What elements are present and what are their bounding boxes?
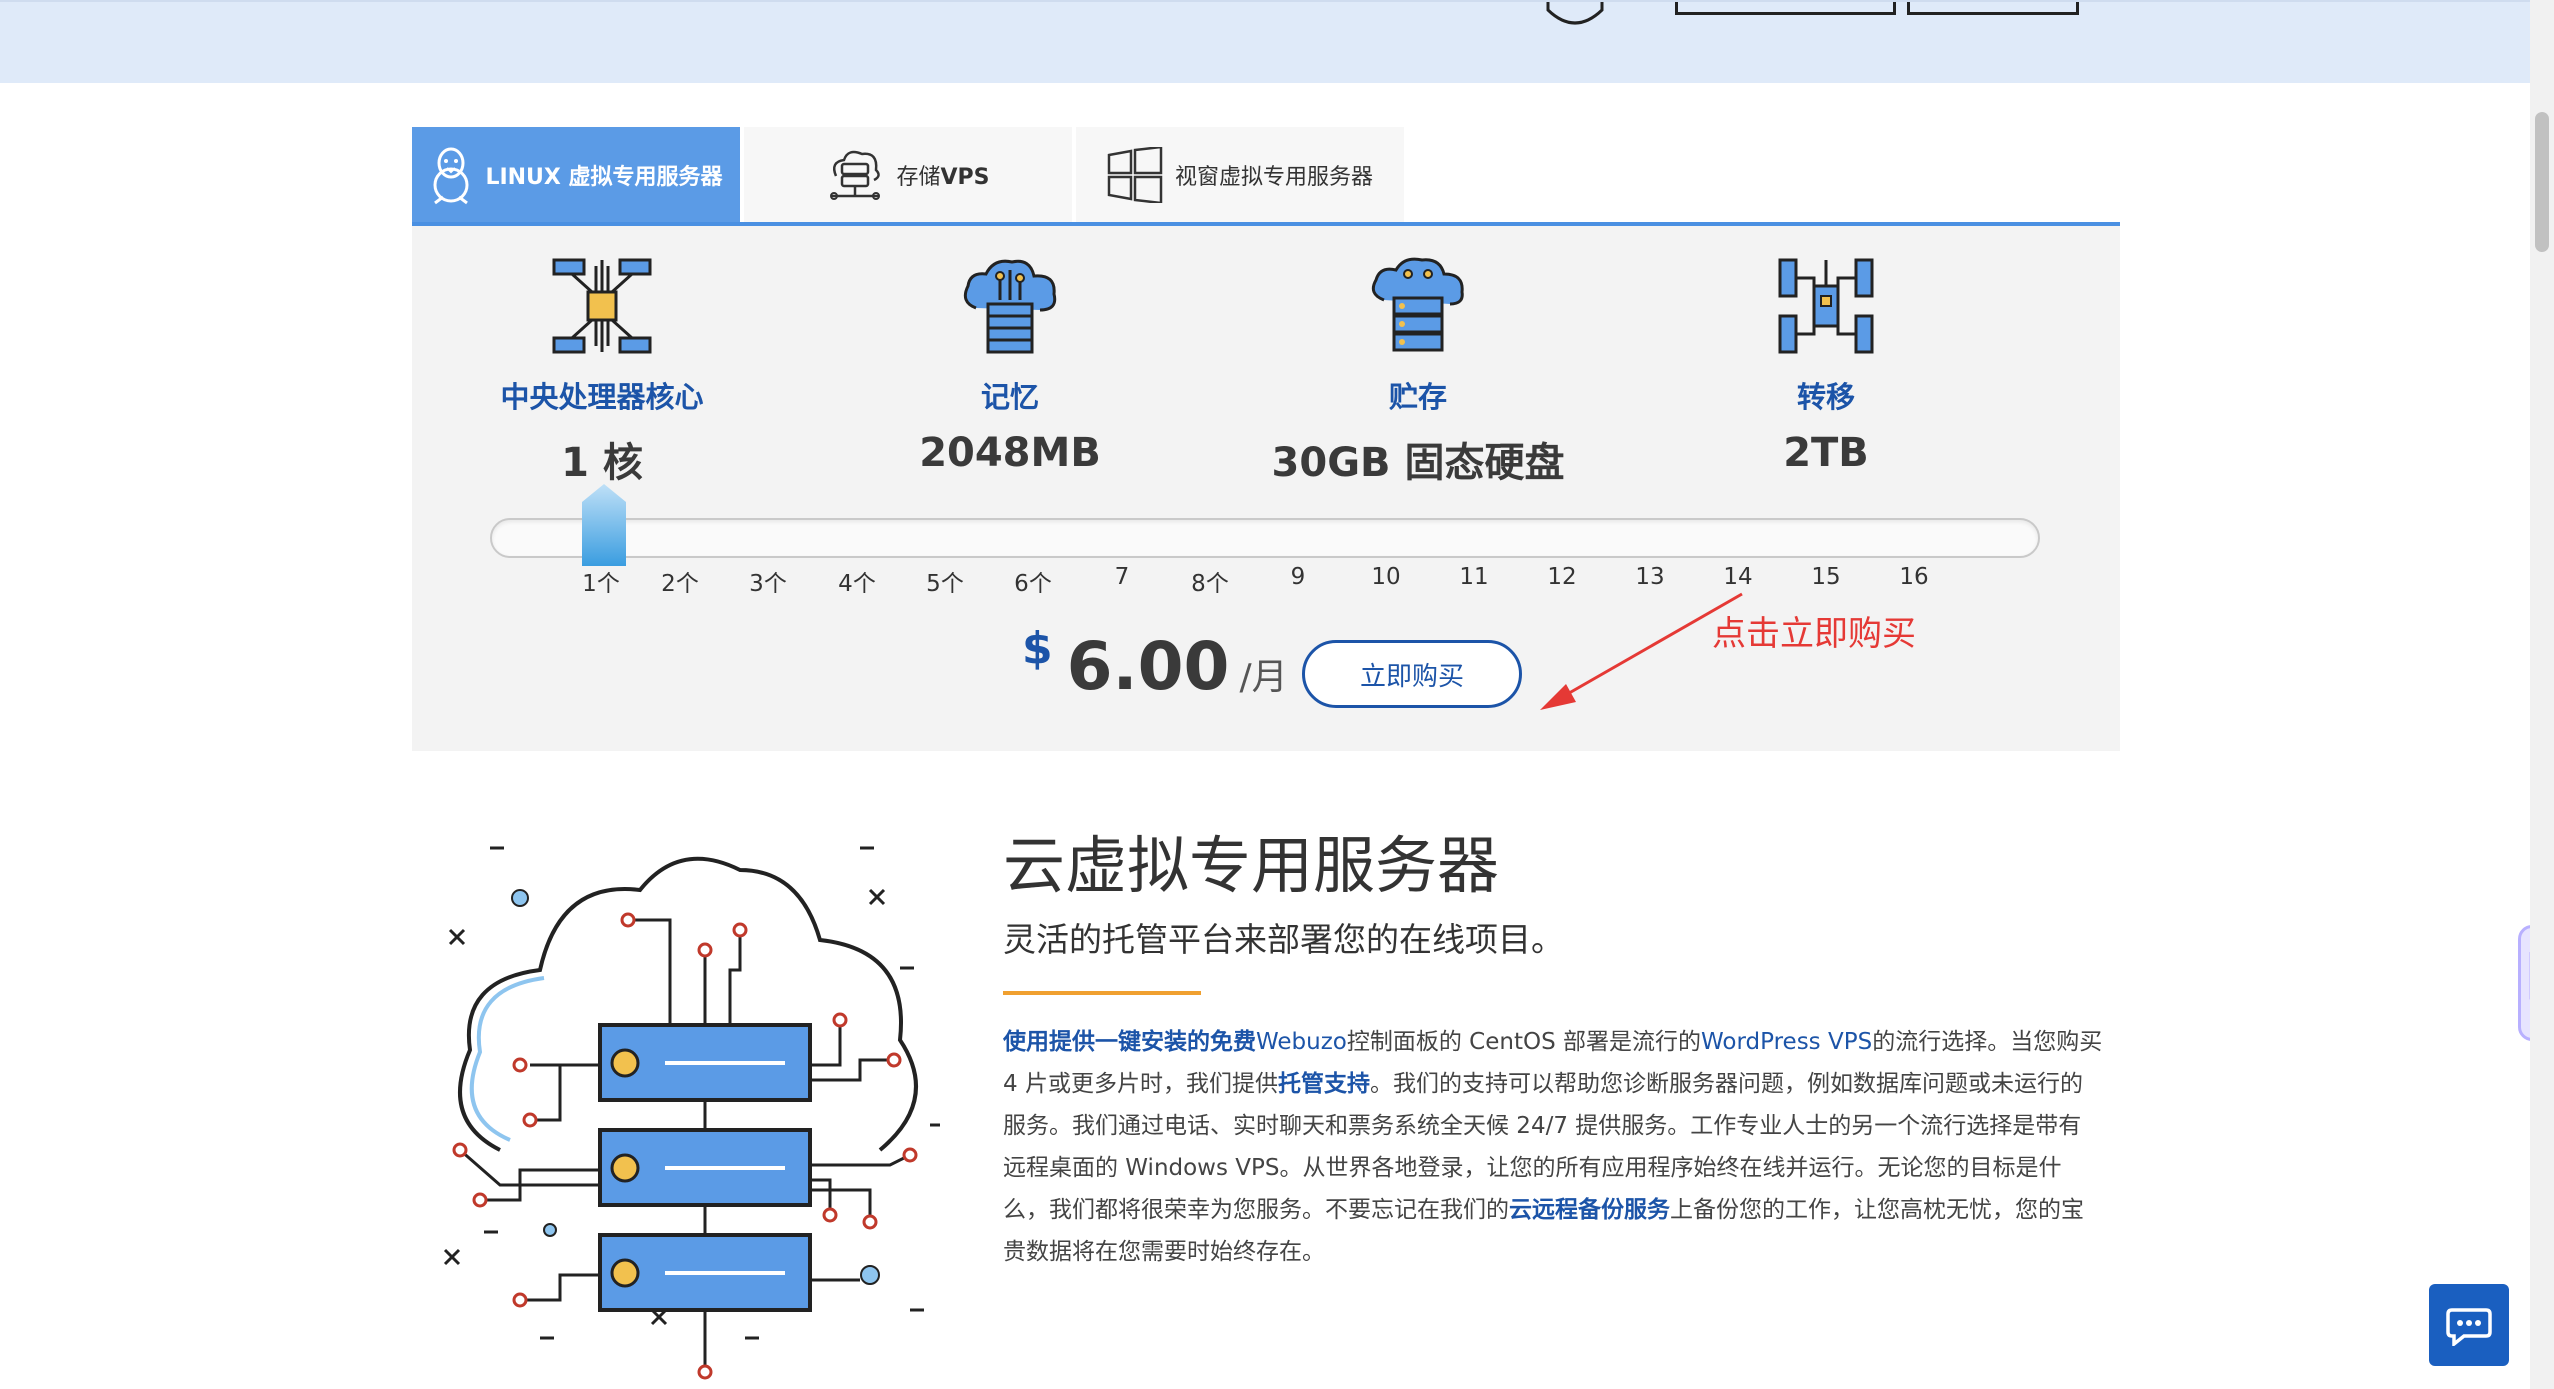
spec-value: 2048MB: [919, 430, 1101, 476]
slider-ticks: 1个 2个 3个 4个 5个 6个 7 8个 9 10 11 12 13 14 …: [412, 564, 2120, 604]
tab-linux-vps[interactable]: LINUX 虚拟专用服务器: [412, 127, 740, 222]
transfer-network-icon: [1778, 258, 1874, 354]
slider-tick[interactable]: 5个: [926, 571, 964, 597]
price-period: /月: [1239, 657, 1288, 698]
slider-tick[interactable]: 2个: [661, 571, 699, 597]
slider-tick[interactable]: 3个: [749, 571, 787, 597]
slider-tick[interactable]: 14: [1723, 564, 1753, 590]
spec-storage: 贮存 30GB 固态硬盘: [1268, 256, 1568, 488]
spec-value: 30GB 固态硬盘: [1271, 440, 1565, 486]
spec-label: 贮存: [1388, 380, 1447, 414]
slider-tick[interactable]: 7: [1114, 564, 1130, 590]
spec-label: 记忆: [980, 380, 1039, 414]
windows-icon: [1107, 146, 1163, 203]
storage-cloud-icon: [830, 150, 881, 200]
slider-handle[interactable]: [580, 484, 628, 566]
chat-button[interactable]: [2429, 1284, 2509, 1366]
tab-label: 存储VPS: [896, 164, 990, 190]
header-button-outline[interactable]: [1907, 2, 2079, 15]
penguin-icon: [433, 147, 469, 204]
price-amount: 6.00: [1066, 628, 1230, 705]
highlight-text: 使用提供一键安装的免费: [1003, 1029, 1256, 1055]
slider-tick[interactable]: 11: [1459, 564, 1489, 590]
section-paragraph: 使用提供一键安装的免费Webuzo控制面板的 CentOS 部署是流行的Word…: [1003, 1029, 2103, 1265]
tab-label: LINUX 虚拟专用服务器: [485, 164, 723, 190]
spec-label: 中央处理器核心: [500, 380, 704, 414]
shield-icon: [1546, 2, 1604, 25]
slider-tick[interactable]: 16: [1899, 564, 1929, 590]
slider-tick[interactable]: 8个: [1191, 571, 1229, 597]
vps-description-section: 云虚拟专用服务器 灵活的托管平台来部署您的在线项目。 使用提供一键安装的免费We…: [1003, 815, 2103, 1273]
cloud-backup-link[interactable]: 云远程备份服务: [1509, 1197, 1670, 1223]
vertical-scrollbar[interactable]: [2530, 0, 2554, 1389]
memory-cloud-icon: [963, 259, 1057, 354]
annotation-arrow: [1540, 592, 1743, 710]
price-display: $ 6.00 /月: [1022, 623, 1288, 718]
section-title: 云虚拟专用服务器: [1003, 829, 1500, 902]
spec-transfer: 转移 2TB: [1676, 256, 1976, 476]
storage-server-icon: [1371, 257, 1464, 352]
slider-tick[interactable]: 13: [1635, 564, 1665, 590]
cpu-icon: [552, 258, 652, 354]
spec-value: 2TB: [1783, 430, 1869, 476]
slider-tick[interactable]: 12: [1547, 564, 1577, 590]
slider-tick[interactable]: 15: [1811, 564, 1841, 590]
scrollbar-thumb[interactable]: [2535, 112, 2549, 252]
slider-tick[interactable]: 10: [1371, 564, 1401, 590]
header-button-outline[interactable]: [1675, 2, 1896, 15]
slider-tick[interactable]: 1个: [582, 571, 620, 597]
tab-label: 视窗虚拟专用服务器: [1174, 164, 1373, 190]
spec-value: 1 核: [561, 440, 643, 486]
managed-support-link[interactable]: 托管支持: [1277, 1071, 1370, 1097]
wordpress-vps-link[interactable]: WordPress VPS: [1701, 1029, 1873, 1055]
slider-tick[interactable]: 4个: [838, 571, 876, 597]
annotation-text: 点击立即购买: [1712, 614, 1916, 654]
section-subtitle: 灵活的托管平台来部署您的在线项目。: [1003, 920, 1564, 959]
cloud-server-illustration: [443, 846, 940, 1380]
vps-config-panel: 中央处理器核心 1 核 记忆 2048MB 贮存 30GB 固态硬盘: [412, 226, 2120, 751]
section-divider: [1003, 991, 1201, 995]
spec-memory: 记忆 2048MB: [860, 256, 1160, 476]
price-currency: $: [1022, 623, 1053, 674]
slider-tick[interactable]: 9: [1290, 564, 1306, 590]
spec-cpu: 中央处理器核心 1 核: [452, 256, 752, 488]
slider-tick[interactable]: 6个: [1014, 571, 1052, 597]
tab-windows-vps[interactable]: 视窗虚拟专用服务器: [1076, 127, 1404, 222]
chat-icon: [2446, 1308, 2492, 1346]
product-tabs: LINUX 虚拟专用服务器 存储VPS 视窗虚拟专用服务器: [412, 127, 2120, 226]
cpu-slider-track[interactable]: [490, 518, 2040, 558]
webuzo-link[interactable]: Webuzo: [1256, 1029, 1347, 1055]
top-banner: [0, 0, 2530, 83]
buy-now-button[interactable]: 立即购买: [1302, 640, 1522, 708]
tab-storage-vps[interactable]: 存储VPS: [744, 127, 1072, 222]
spec-label: 转移: [1796, 380, 1855, 414]
